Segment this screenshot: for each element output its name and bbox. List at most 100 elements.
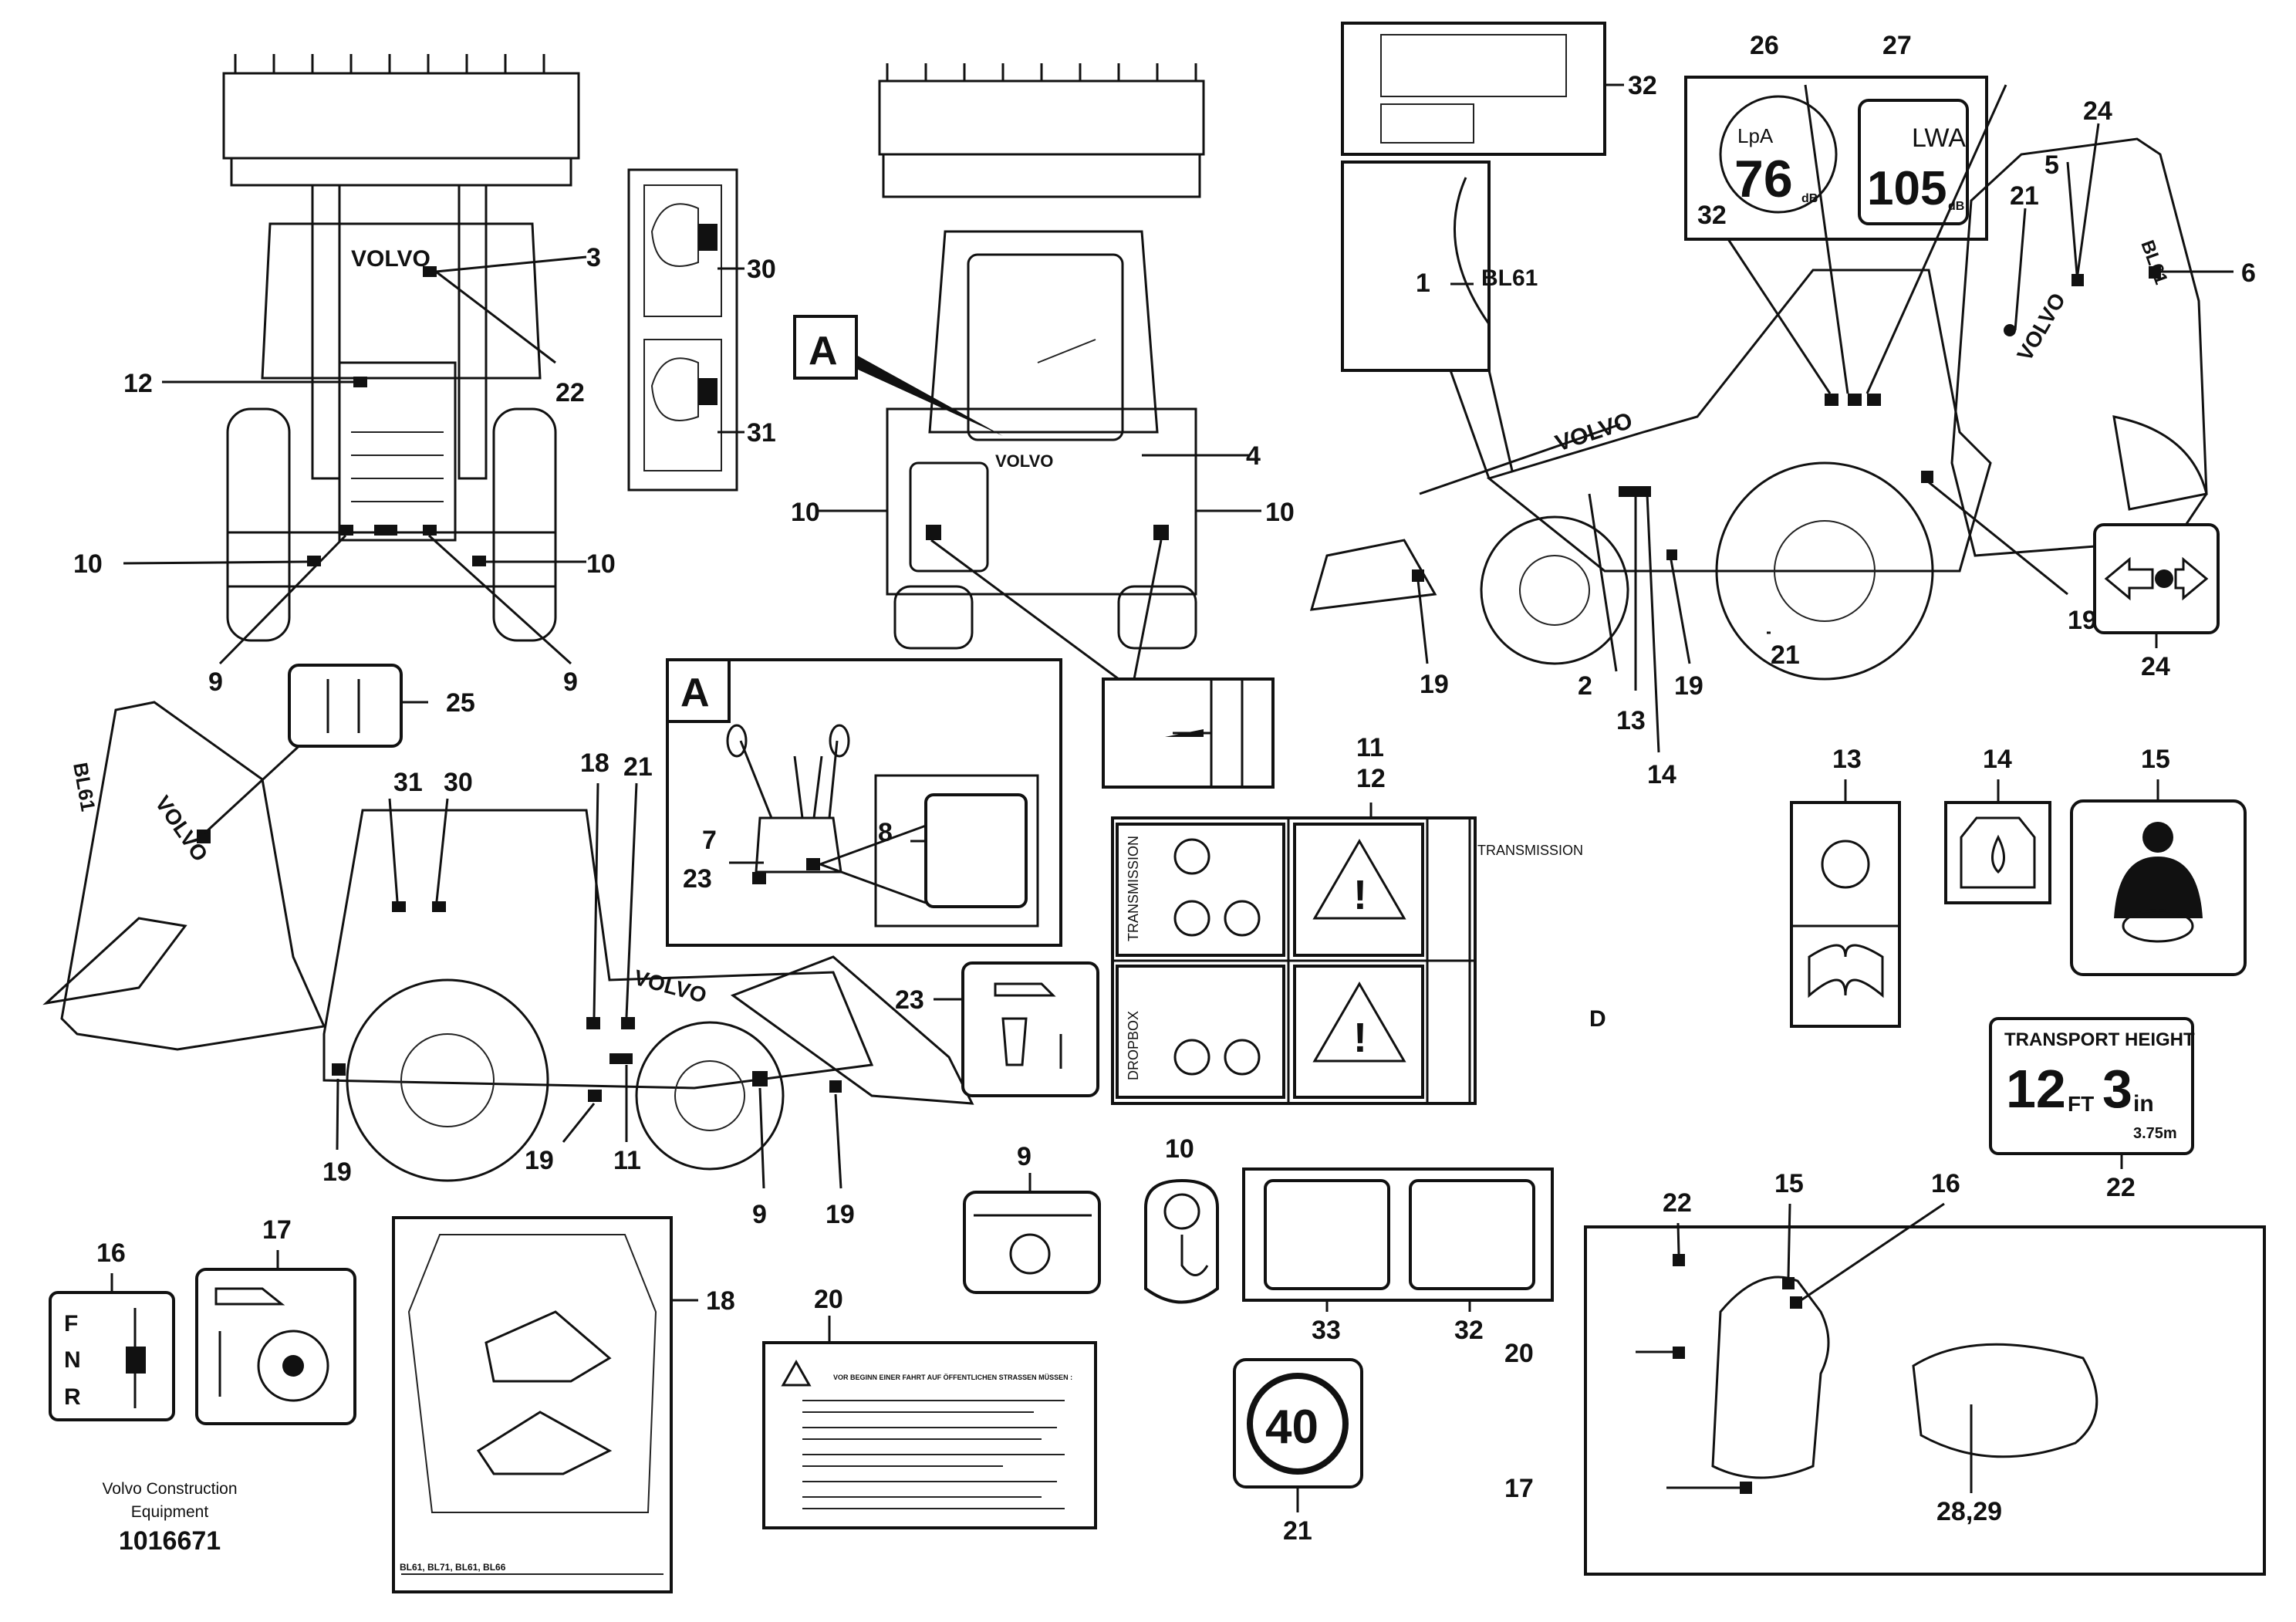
service-decal-panel: TRANSMISSION DROPBOX ! ! — [1113, 818, 1475, 1103]
lpa-unit: dB — [1801, 192, 1818, 205]
callout-19-side-left-b: 19 — [525, 1146, 554, 1175]
view-a-marker-top: A — [809, 329, 838, 373]
side-right-boom-brand: VOLVO — [2012, 289, 2070, 365]
callout-22: 22 — [555, 378, 585, 407]
callout-14-decal: 14 — [1983, 745, 2012, 774]
footer-credit: Volvo Construction Equipment 1016671 — [46, 1478, 293, 1558]
panel-transmission: TRANSMISSION — [1477, 843, 1583, 858]
callout-22-decal: 22 — [2106, 1173, 2136, 1202]
callout-19-a: 19 — [1420, 670, 1449, 699]
panel-transmission-vertical: TRANSMISSION — [1126, 836, 1141, 941]
rear-view-brand: VOLVO — [995, 451, 1053, 471]
callout-11-side: 11 — [613, 1146, 641, 1175]
callout-6: 6 — [2241, 259, 2256, 288]
side-left-boom-model: BL61 — [69, 761, 100, 813]
callout-10-decal: 10 — [1165, 1134, 1194, 1164]
callout-13-decal: 13 — [1832, 745, 1862, 774]
callout-21-low: 21 — [1771, 640, 1800, 670]
warning-exclaim-2: ! — [1353, 1015, 1367, 1061]
callout-11-panel: 11 — [1356, 733, 1384, 762]
view-a-marker-detail: A — [680, 671, 710, 715]
lwa-unit: dB — [1948, 200, 1964, 213]
side-view-machine-right: BL61 VOLVO VOLVO BL61 — [1309, 22, 2234, 753]
callout-20-cab: 20 — [1504, 1339, 1534, 1368]
callout-28-29: 28,29 — [1936, 1497, 2002, 1526]
callout-16-cab: 16 — [1931, 1169, 1960, 1198]
lwa-value: 105 — [1867, 162, 1947, 215]
front-view-machine: VOLVO — [123, 54, 587, 665]
callout-32-decal: 32 — [1454, 1316, 1484, 1345]
callout-19-b: 19 — [1674, 671, 1703, 701]
callout-31-side: 31 — [393, 768, 423, 797]
transport-height-metric: 3.75m — [2133, 1125, 2177, 1142]
callout-4: 4 — [1246, 441, 1261, 471]
callout-32-side: 32 — [1697, 201, 1727, 230]
callout-14-side: 14 — [1647, 760, 1676, 789]
callout-12: 12 — [123, 369, 153, 398]
road-warning-title: VOR BEGINN EINER FAHRT AUF ÖFFENTLICHEN … — [833, 1374, 1072, 1381]
lwa-label: LWA — [1912, 123, 1966, 153]
callout-8: 8 — [878, 818, 893, 847]
lpa-value: 76 — [1734, 150, 1793, 208]
detail-model: BL61 — [1481, 265, 1538, 291]
side-right-boom-model: BL61 — [2136, 238, 2171, 287]
noise-lpa-decal: LpA 76 dB — [1734, 124, 1818, 208]
lpa-label: LpA — [1737, 124, 1774, 147]
callout-30-side: 30 — [444, 768, 473, 797]
front-view-brand: VOLVO — [351, 246, 430, 272]
callout-24-side: 24 — [2083, 96, 2112, 126]
noise-lwa-decal: LWA 105 dB — [1867, 123, 1966, 215]
transport-height-feet: 12 — [2006, 1059, 2066, 1119]
control-levers — [726, 724, 1039, 928]
callout-23-detail: 23 — [683, 864, 712, 894]
callout-24-decal: 24 — [2141, 652, 2170, 681]
transport-height-ft-unit: FT — [2068, 1092, 2094, 1116]
callout-30: 30 — [747, 255, 776, 284]
callout-3: 3 — [586, 243, 601, 272]
callout-5: 5 — [2044, 150, 2059, 180]
load-chart-decals — [627, 168, 745, 492]
callout-18-side: 18 — [580, 748, 609, 778]
callout-31: 31 — [747, 418, 776, 448]
panel-dropbox-vertical: DROPBOX — [1126, 1011, 1141, 1080]
gear-r: R — [64, 1384, 81, 1410]
callout-17-decal: 17 — [262, 1215, 292, 1245]
callout-12-panel: 12 — [1356, 764, 1386, 793]
footer-drawing-number: 1016671 — [118, 1526, 221, 1556]
callout-9-left: 9 — [208, 667, 223, 697]
callout-25: 25 — [446, 688, 475, 718]
callout-23-decal: 23 — [895, 985, 924, 1015]
callout-9-decal: 9 — [1017, 1142, 1032, 1171]
callout-9-right: 9 — [563, 667, 578, 697]
footer-company: Volvo Construction — [102, 1480, 238, 1498]
callout-13-side: 13 — [1616, 706, 1646, 735]
callout-19-c: 19 — [2068, 606, 2097, 635]
callout-1: 1 — [1416, 269, 1430, 298]
warning-exclaim-1: ! — [1353, 872, 1367, 918]
side-left-brand: VOLVO — [631, 965, 709, 1008]
transport-height-in-unit: in — [2133, 1091, 2154, 1117]
callout-20-decal: 20 — [814, 1285, 843, 1314]
callout-10-left: 10 — [73, 549, 103, 579]
callout-18-chart: 18 — [706, 1286, 735, 1316]
callout-15-decal: 15 — [2141, 745, 2170, 774]
gear-n: N — [64, 1347, 81, 1373]
transport-height-inches: 3 — [2102, 1059, 2132, 1119]
rear-view-machine: VOLVO — [818, 63, 1261, 681]
callout-17-cab: 17 — [1504, 1474, 1534, 1503]
callout-2: 2 — [1578, 671, 1592, 701]
callout-32-top: 32 — [1628, 71, 1657, 100]
speed-limit-value: 40 — [1265, 1401, 1319, 1454]
callout-19-side-left-c: 19 — [826, 1200, 855, 1229]
callout-21-side-left: 21 — [623, 752, 653, 782]
callout-9-side: 9 — [752, 1200, 767, 1229]
callout-10-rear-left: 10 — [791, 498, 820, 527]
callout-7: 7 — [702, 826, 717, 855]
transport-height-title: TRANSPORT HEIGHT — [2004, 1029, 2195, 1050]
callout-16-decal: 16 — [96, 1238, 126, 1268]
callout-27: 27 — [1882, 31, 1912, 60]
side-left-boom-brand: VOLVO — [150, 792, 212, 866]
side-right-brand: VOLVO — [1552, 408, 1636, 457]
callout-26: 26 — [1750, 31, 1779, 60]
